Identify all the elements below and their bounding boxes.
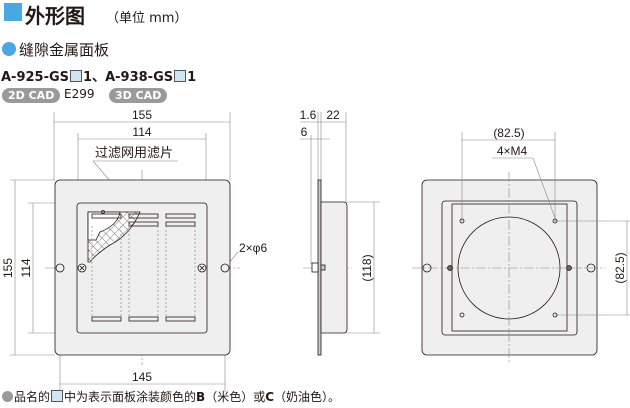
model-b-suffix: 1 bbox=[187, 70, 197, 85]
color-placeholder-icon bbox=[51, 390, 64, 402]
side-view bbox=[300, 112, 380, 356]
m4-hole-icon bbox=[459, 218, 558, 318]
color-code-c: C bbox=[265, 390, 275, 404]
cad-3d-badge[interactable]: 3D CAD bbox=[109, 88, 168, 103]
color-placeholder-icon bbox=[174, 70, 187, 82]
bullet-icon bbox=[2, 391, 13, 402]
dim-back-vertical: (82.5) bbox=[613, 252, 627, 283]
screw-icon bbox=[566, 265, 572, 271]
filter-label: 过滤网用滤片 bbox=[95, 145, 173, 160]
footnote-text: 中为表示面板涂装颜色的 bbox=[64, 390, 197, 404]
model-a: A-925-GS bbox=[1, 70, 70, 85]
separator: 、 bbox=[92, 70, 106, 85]
unit-label: （单位 mm） bbox=[106, 11, 188, 26]
footnote-text: 品名的 bbox=[14, 390, 51, 404]
footnote-text: （奶油色）。 bbox=[274, 390, 341, 404]
dim-depth: 22 bbox=[326, 108, 340, 122]
product-name: 缝隙金属面板 bbox=[19, 41, 110, 59]
screw-icon bbox=[197, 263, 207, 273]
back-view bbox=[412, 132, 630, 362]
mounting-hole-icon bbox=[55, 263, 65, 273]
hole-label: 2×φ6 bbox=[239, 241, 267, 255]
side-body bbox=[320, 201, 348, 334]
footnote: 品名的中为表示面板涂装颜色的B（米色）或C（奶油色）。 bbox=[2, 388, 340, 405]
dim-boss: 6 bbox=[301, 125, 308, 139]
model-a-suffix: 1 bbox=[83, 70, 93, 85]
front-view bbox=[10, 112, 240, 392]
dim-width-outer: 155 bbox=[132, 108, 152, 122]
dim-hole-pitch: 145 bbox=[132, 370, 152, 384]
mounting-hole-icon bbox=[586, 263, 596, 273]
cad-code: E299 bbox=[64, 87, 95, 101]
boss bbox=[311, 262, 319, 273]
screw-label: 4×M4 bbox=[497, 144, 528, 158]
section-marker-icon bbox=[4, 3, 22, 21]
model-b: A-938-GS bbox=[105, 70, 174, 85]
screw-icon bbox=[447, 265, 453, 271]
dim-side-height: (118) bbox=[360, 254, 374, 281]
color-code-b: B bbox=[196, 390, 206, 404]
screw-icon bbox=[77, 263, 87, 273]
footnote-text: （米色）或 bbox=[205, 390, 266, 404]
grille-slots bbox=[91, 213, 196, 322]
mounting-hole-icon bbox=[422, 263, 432, 273]
dim-back-horizontal: (82.5) bbox=[493, 126, 524, 140]
dim-height-inner: 114 bbox=[19, 258, 33, 277]
dim-height-outer: 155 bbox=[1, 258, 15, 278]
dim-width-inner: 114 bbox=[132, 125, 151, 139]
mounting-hole-icon bbox=[220, 263, 230, 273]
dim-plate: 1.6 bbox=[300, 108, 317, 122]
side-plate bbox=[317, 179, 322, 356]
color-placeholder-icon bbox=[70, 70, 83, 82]
bullet-icon bbox=[2, 42, 16, 56]
page-title: 外形图 bbox=[25, 4, 85, 28]
cad-2d-badge[interactable]: 2D CAD bbox=[2, 88, 61, 103]
